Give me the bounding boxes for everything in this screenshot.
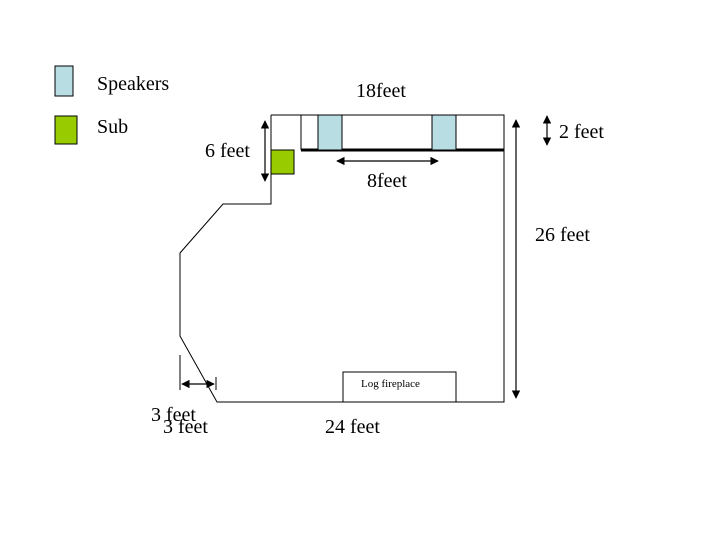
bottom-wall-label: 24 feet — [325, 416, 380, 438]
legend-sub-swatch — [54, 115, 78, 145]
speaker-spacing-label: 8feet — [367, 170, 407, 192]
legend-speakers-swatch — [54, 65, 74, 97]
speaker-left — [317, 114, 343, 151]
right-wall-label: 26 feet — [535, 224, 590, 246]
bar-depth-label: 2 feet — [559, 121, 604, 143]
fireplace-label: Log fireplace — [361, 378, 420, 390]
top-width-label: 18feet — [356, 80, 406, 102]
alcove-height-label: 6 feet — [205, 140, 250, 162]
room-outline — [179, 114, 505, 403]
corner-offset-label-b: 3 feet — [163, 416, 208, 438]
speaker-right — [431, 114, 457, 151]
legend-sub-label: Sub — [97, 116, 128, 138]
legend-speakers-label: Speakers — [97, 73, 169, 95]
corner-offset-label-a: 3 feet — [151, 404, 196, 426]
subwoofer — [270, 149, 295, 175]
fireplace — [342, 371, 457, 403]
